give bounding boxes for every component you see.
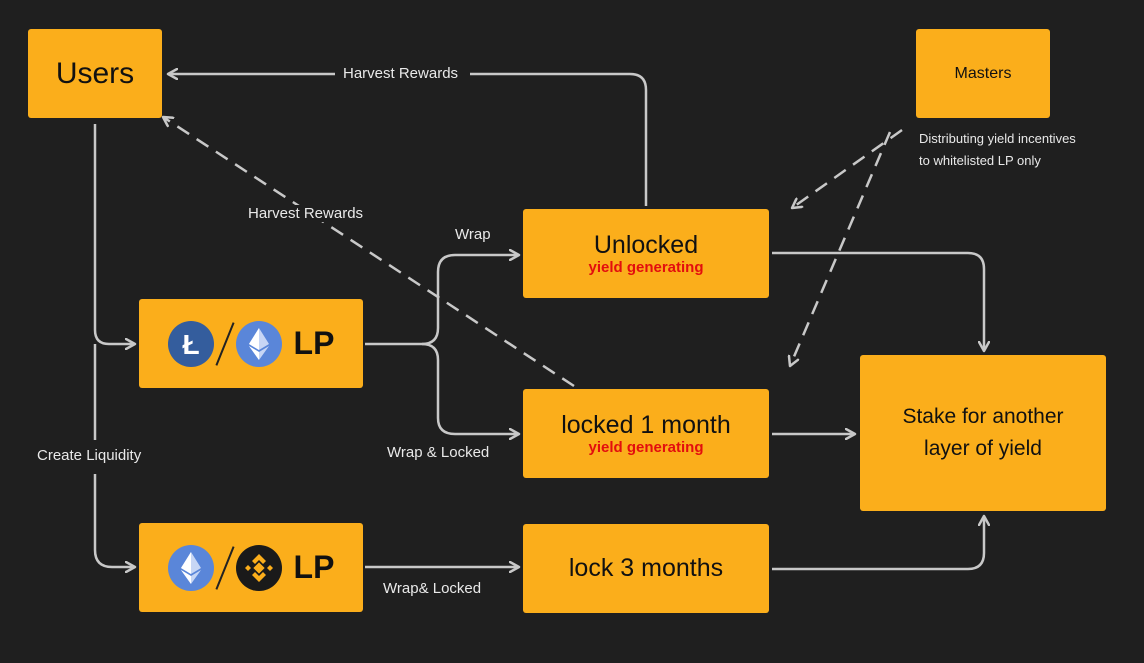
unlocked-title: Unlocked <box>593 231 699 259</box>
arrow-users-to-lp2 <box>93 474 135 567</box>
litecoin-icon: Ł <box>167 320 214 367</box>
masters-label: Masters <box>954 64 1012 82</box>
locked-1-month-title: locked 1 month <box>561 411 731 439</box>
users-label: Users <box>55 56 135 90</box>
lp-node-ethereum-binance: LP <box>139 523 363 612</box>
wrap-locked-lp2-label: Wrap& Locked <box>383 580 482 597</box>
arrow-unlocked-to-stake <box>772 251 984 351</box>
separator-icon <box>215 545 235 590</box>
lock-3-months-node: lock 3 months <box>523 524 769 613</box>
locked-1-month-node: locked 1 month yield generating <box>523 389 769 478</box>
stake-node: Stake for another layer of yield <box>860 355 1106 511</box>
users-node: Users <box>28 29 162 118</box>
locked-1-month-yield-label: yield generating <box>588 439 704 456</box>
wrap-locked-label: Wrap & Locked <box>387 444 490 461</box>
dashed-masters-to-locked1 <box>790 131 892 366</box>
create-liquidity-label: Create Liquidity <box>37 447 142 464</box>
ethereum-icon <box>167 544 214 591</box>
harvest-rewards-top-label: Harvest Rewards <box>343 65 459 82</box>
masters-node: Masters <box>916 29 1050 118</box>
ethereum-icon <box>235 320 282 367</box>
binance-coin-icon <box>235 544 282 591</box>
lp2-label: LP <box>293 549 335 585</box>
arrow-users-to-lp1 <box>93 124 135 344</box>
svg-text:Ł: Ł <box>182 329 199 360</box>
lock-3-months-title: lock 3 months <box>568 554 724 582</box>
arrow-lock3-to-stake <box>772 516 984 571</box>
unlocked-yield-label: yield generating <box>588 259 704 276</box>
arrow-lp1-to-locked1 <box>421 342 519 434</box>
wrap-label: Wrap <box>455 226 491 243</box>
harvest-rewards-mid-label: Harvest Rewards <box>246 205 366 222</box>
arrow-lp1-to-unlocked <box>421 255 519 346</box>
masters-note-line2: to whitelisted LP only <box>919 153 1041 168</box>
arrow-unlocked-to-users <box>470 72 648 206</box>
stake-line1: Stake for another <box>902 405 1064 428</box>
dashed-locked1-to-users <box>163 117 575 388</box>
separator-icon <box>215 321 235 366</box>
stake-line2: layer of yield <box>924 437 1042 460</box>
unlocked-node: Unlocked yield generating <box>523 209 769 298</box>
lp-node-litecoin-ethereum: Ł LP <box>139 299 363 388</box>
masters-note-line1: Distributing yield incentives <box>919 131 1076 146</box>
lp1-label: LP <box>293 325 335 361</box>
